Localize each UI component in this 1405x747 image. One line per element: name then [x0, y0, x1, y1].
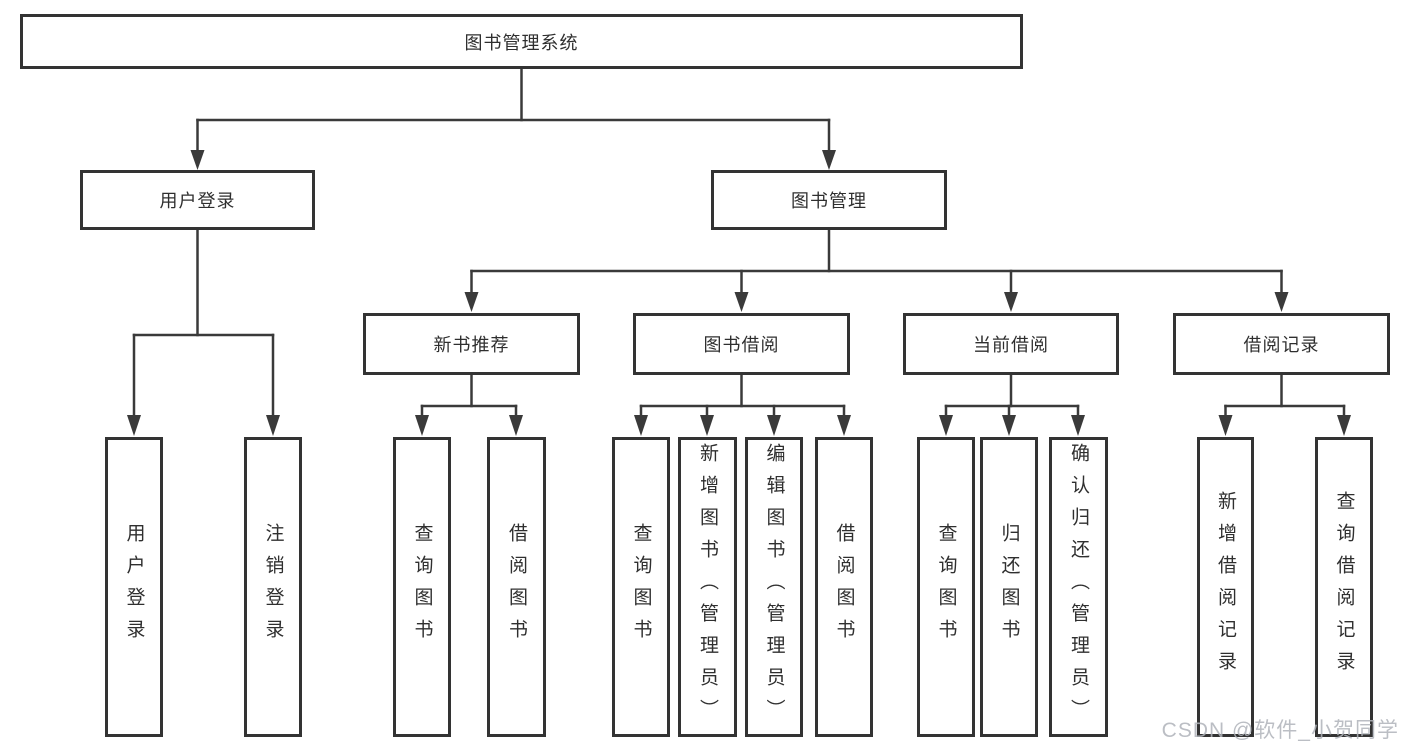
leaf-bb-add-book: 新增图书（管理员） [678, 437, 737, 737]
leaf-bb-edit-book: 编辑图书（管理员） [745, 437, 803, 737]
csdn-watermark: CSDN @软件_小贺同学 [1161, 719, 1399, 742]
leaf-logout: 注销登录 [244, 437, 302, 737]
node-root: 图书管理系统 [20, 14, 1023, 69]
node-book-borrowing-label: 图书借阅 [703, 335, 780, 355]
leaf-bb-borrow-book-label: 借阅图书 [833, 523, 855, 651]
leaf-br-add-record-label: 新增借阅记录 [1215, 491, 1236, 683]
node-root-label: 图书管理系统 [464, 32, 579, 53]
node-user-login-label: 用户登录 [159, 191, 236, 211]
leaf-nbr-query-book: 查询图书 [393, 437, 451, 737]
leaf-cb-query-book: 查询图书 [917, 437, 975, 737]
node-borrowing-records: 借阅记录 [1173, 313, 1390, 375]
node-new-book-recommend-label: 新书推荐 [433, 335, 510, 355]
leaf-cb-return-book: 归还图书 [980, 437, 1038, 737]
leaf-bb-query-book-label: 查询图书 [630, 523, 652, 651]
leaf-br-query-record: 查询借阅记录 [1315, 437, 1373, 737]
leaf-bb-query-book: 查询图书 [612, 437, 670, 737]
node-book-management: 图书管理 [711, 170, 947, 230]
leaf-br-query-record-label: 查询借阅记录 [1333, 491, 1355, 683]
leaf-cb-confirm-return-label: 确认归还（管理员） [1068, 443, 1089, 731]
node-user-login: 用户登录 [80, 170, 315, 230]
leaf-cb-return-book-label: 归还图书 [998, 523, 1020, 651]
node-current-borrowing-label: 当前借阅 [973, 335, 1049, 355]
arrowheads [127, 150, 1351, 436]
node-book-borrowing: 图书借阅 [633, 313, 850, 375]
leaf-nbr-borrow-book-label: 借阅图书 [506, 523, 527, 651]
node-new-book-recommend: 新书推荐 [363, 313, 580, 375]
leaf-user-login: 用户登录 [105, 437, 163, 737]
leaf-logout-label: 注销登录 [262, 523, 284, 651]
node-current-borrowing: 当前借阅 [903, 313, 1119, 375]
leaf-br-add-record: 新增借阅记录 [1197, 437, 1254, 737]
leaf-nbr-borrow-book: 借阅图书 [487, 437, 546, 737]
leaf-bb-edit-book-label: 编辑图书（管理员） [763, 443, 785, 731]
leaf-cb-query-book-label: 查询图书 [935, 523, 957, 651]
leaf-user-login-label: 用户登录 [123, 523, 145, 651]
leaf-nbr-query-book-label: 查询图书 [411, 523, 433, 651]
leaf-cb-confirm-return: 确认归还（管理员） [1049, 437, 1108, 737]
leaf-bb-add-book-label: 新增图书（管理员） [697, 443, 718, 731]
leaf-bb-borrow-book: 借阅图书 [815, 437, 873, 737]
node-borrowing-records-label: 借阅记录 [1243, 335, 1320, 355]
node-book-management-label: 图书管理 [791, 191, 867, 211]
